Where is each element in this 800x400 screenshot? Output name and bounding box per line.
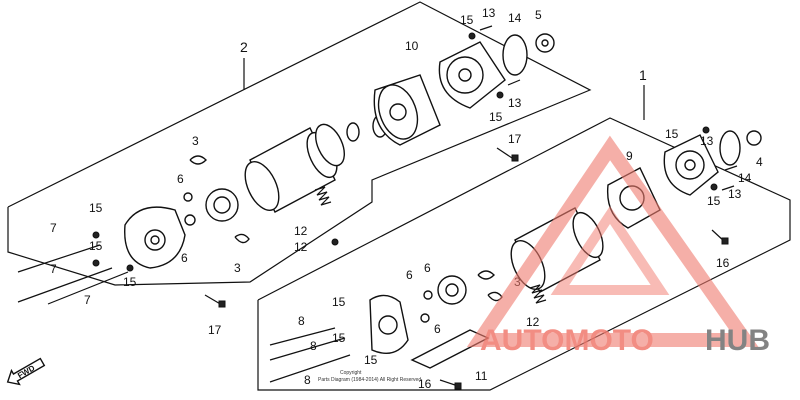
callout-7-b: 7	[50, 262, 57, 276]
group-label-1: 1	[639, 67, 647, 83]
callout-17-left: 17	[208, 323, 222, 337]
watermark-logo: AUTOMOTO HUB	[466, 135, 770, 357]
callout-15-right-b: 15	[707, 194, 721, 208]
callout-8-b: 8	[310, 339, 317, 353]
callout-9: 9	[626, 149, 633, 163]
upper-parts	[17, 25, 555, 308]
callout-7-c: 7	[84, 293, 91, 307]
callout-13-right-a: 13	[700, 134, 714, 148]
callout-13-top: 13	[482, 6, 496, 20]
callout-14-right: 14	[738, 171, 752, 185]
callout-14-top: 14	[508, 11, 522, 25]
callout-6-lower-a: 6	[424, 261, 431, 275]
callout-13-right-b: 13	[728, 187, 742, 201]
callout-15-right: 15	[665, 127, 679, 141]
callout-15-left-a: 15	[89, 201, 103, 215]
lower-assembly-outline	[257, 117, 791, 391]
callout-15-left-b: 15	[89, 239, 103, 253]
callout-15-mid: 15	[489, 110, 503, 124]
callout-7-a: 7	[50, 221, 57, 235]
copyright-line1: Copyright	[340, 370, 362, 376]
callout-10: 10	[405, 39, 419, 53]
watermark-triangle-icon	[466, 135, 759, 347]
callout-15-left-c: 15	[123, 275, 137, 289]
callout-12-a: 12	[294, 224, 308, 238]
watermark-brand-part1: AUTOMOTO	[480, 324, 654, 357]
callout-3-top: 3	[192, 134, 199, 148]
callout-12-lower: 12	[526, 315, 540, 329]
callout-12-b: 12	[294, 240, 308, 254]
callout-4: 4	[756, 155, 763, 169]
callout-5: 5	[535, 8, 542, 22]
group-label-2: 2	[240, 39, 248, 55]
callout-15-lower-a: 15	[332, 295, 346, 309]
callout-17-top: 17	[508, 132, 522, 146]
callout-13-mid: 13	[508, 96, 522, 110]
callout-3-bottom: 3	[234, 261, 241, 275]
callout-16-right: 16	[716, 256, 730, 270]
callout-6-lower-c: 6	[434, 322, 441, 336]
callout-15-lower-b: 15	[332, 331, 346, 345]
callout-8-a: 8	[298, 314, 305, 328]
watermark-brand-part2: HUB	[705, 324, 770, 357]
callout-15-top: 15	[460, 13, 474, 27]
callout-6-b: 6	[181, 251, 188, 265]
callout-11: 11	[475, 369, 488, 383]
callout-6-a: 6	[177, 172, 184, 186]
fwd-arrow: FWD	[6, 357, 46, 386]
callout-16-bottom: 16	[418, 377, 432, 391]
callout-15-lower-c: 15	[364, 353, 378, 367]
callout-8-c: 8	[304, 373, 311, 387]
copyright-line2: Parts Diagram (1984-2014) All Right Rese…	[318, 377, 421, 383]
callout-6-lower-b: 6	[406, 268, 413, 282]
